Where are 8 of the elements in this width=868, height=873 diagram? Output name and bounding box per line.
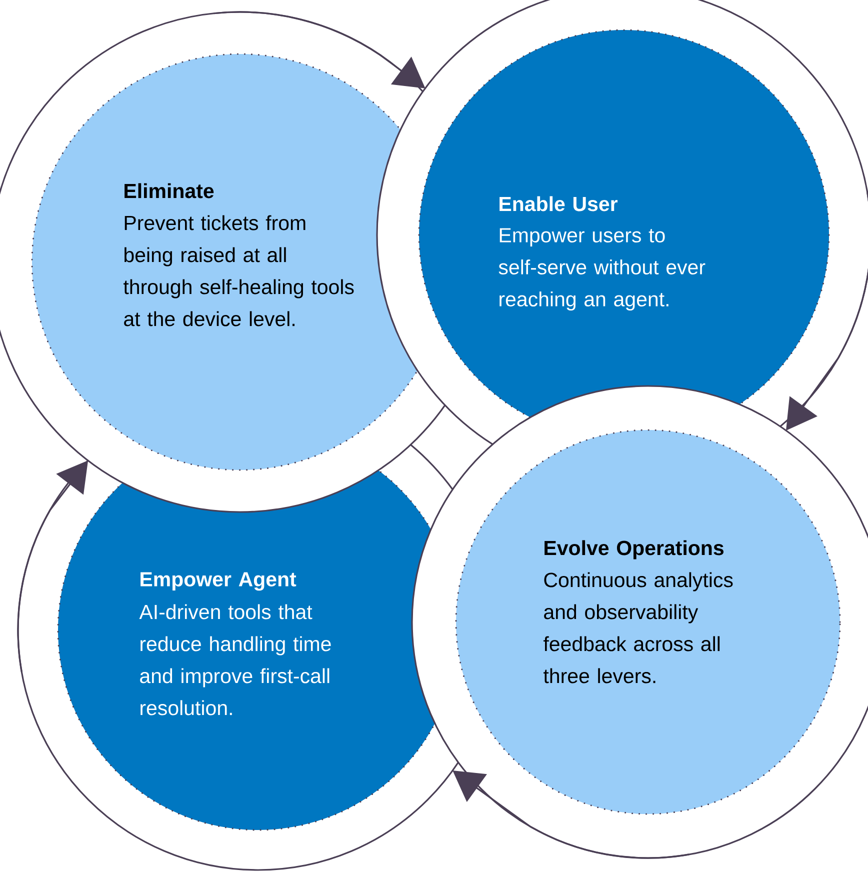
heading: Eliminate (124, 183, 214, 198)
heading: Evolve Operations (544, 540, 724, 560)
description: Prevent tickets from being raised at all through self-healing tools at the device level. (124, 215, 354, 326)
heading: Enable User (500, 196, 618, 212)
description: AI-driven tools that reduce handling time and improve first-call resolution. (139, 604, 331, 716)
description: Empower users to self-serve without ever reaching an agent. (498, 228, 706, 311)
description: Continuous analytics and observability feedback across all three levers. (544, 572, 733, 684)
heading: Empower Agent (140, 572, 296, 591)
